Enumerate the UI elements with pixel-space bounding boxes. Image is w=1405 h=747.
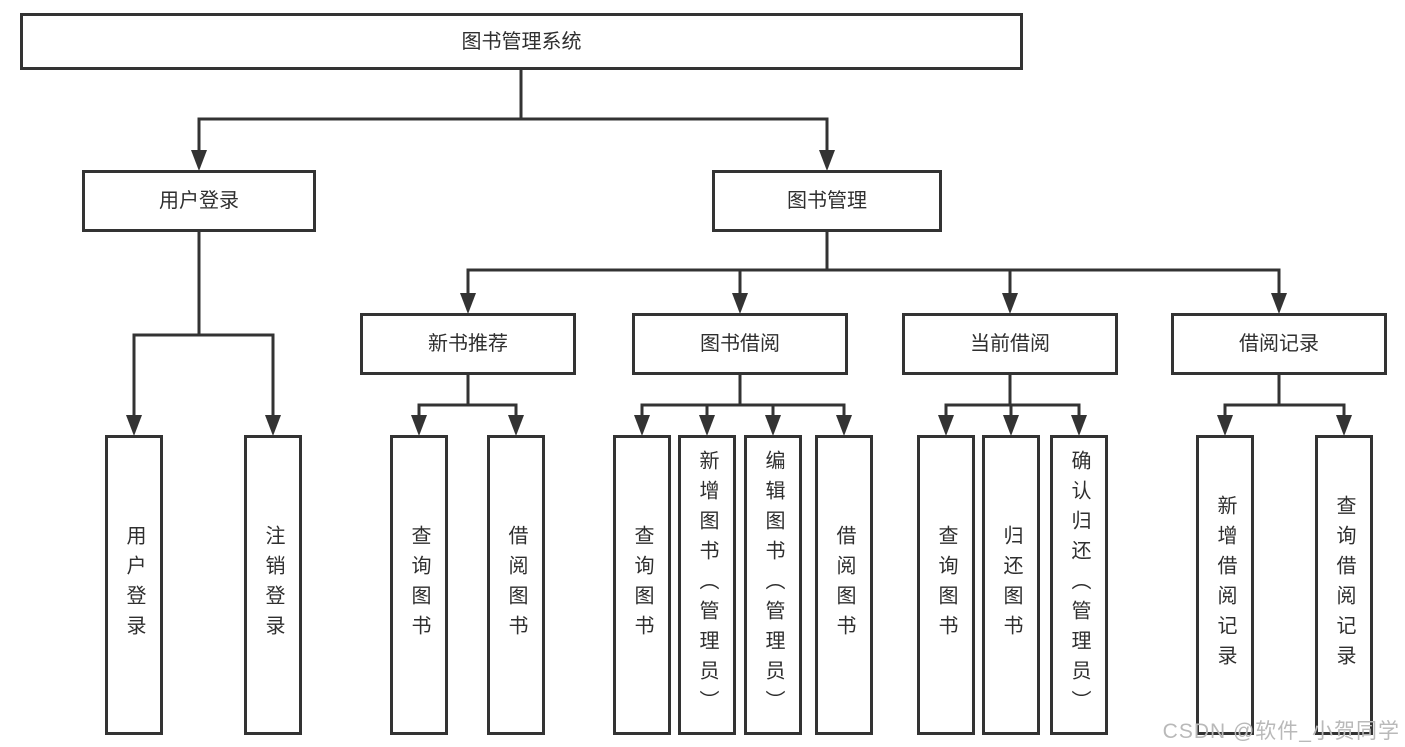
leaf-borrow-books: 借阅图书 [815, 435, 873, 735]
node-user-login: 用户登录 [82, 170, 316, 232]
leaf-query-books-current: 查询图书 [917, 435, 975, 735]
node-book-management: 图书管理 [712, 170, 942, 232]
node-root-system: 图书管理系统 [20, 13, 1023, 70]
leaf-confirm-return-admin: 确认归还（管理员） [1050, 435, 1108, 735]
node-current-borrow: 当前借阅 [902, 313, 1118, 375]
leaf-query-borrow-record: 查询借阅记录 [1315, 435, 1373, 735]
leaf-return-books: 归还图书 [982, 435, 1040, 735]
leaf-borrow-books-recommend: 借阅图书 [487, 435, 545, 735]
csdn-watermark: CSDN @软件_小贺同学 [1162, 720, 1400, 743]
node-new-book-recommend: 新书推荐 [360, 313, 576, 375]
node-book-borrow: 图书借阅 [632, 313, 848, 375]
leaf-logout: 注销登录 [244, 435, 302, 735]
leaf-edit-books-admin: 编辑图书（管理员） [744, 435, 802, 735]
leaf-query-books-borrow: 查询图书 [613, 435, 671, 735]
leaf-add-borrow-record: 新增借阅记录 [1196, 435, 1254, 735]
leaf-user-login: 用户登录 [105, 435, 163, 735]
leaf-query-books-recommend: 查询图书 [390, 435, 448, 735]
node-borrow-records: 借阅记录 [1171, 313, 1387, 375]
leaf-add-books-admin: 新增图书（管理员） [678, 435, 736, 735]
